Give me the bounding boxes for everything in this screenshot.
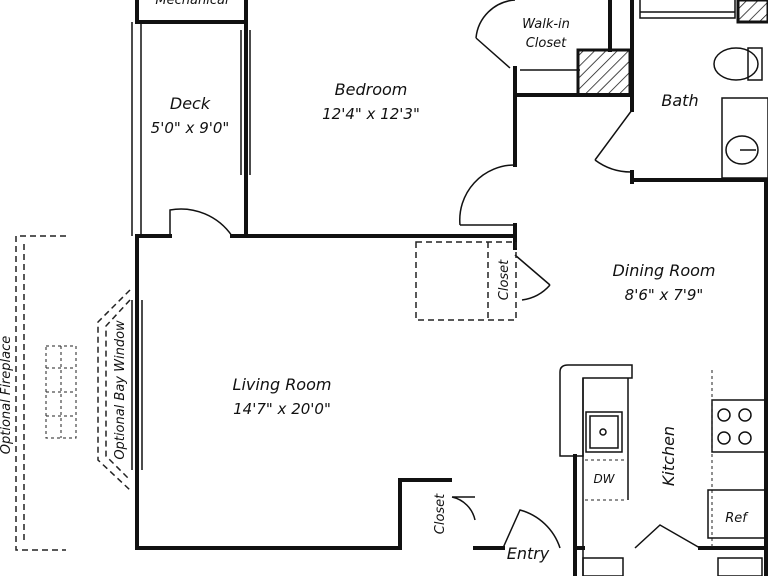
bedroom-dims: 12'4" x 12'3" xyxy=(322,105,420,123)
range xyxy=(711,399,767,453)
upper-closet xyxy=(415,241,517,321)
bath-fixtures xyxy=(639,0,768,179)
deck-door[interactable] xyxy=(169,208,233,237)
dining-room-dims: 8'6" x 7'9" xyxy=(625,286,704,304)
walls xyxy=(135,0,768,576)
closet-door[interactable] xyxy=(475,0,516,69)
upper-closet-door[interactable] xyxy=(514,254,551,301)
bathtub xyxy=(639,0,736,19)
toilet xyxy=(713,47,763,81)
optional-bay-window-label: Optional Bay Window xyxy=(113,320,128,460)
entry-label: Entry xyxy=(507,544,550,563)
living-room-label: Living Room xyxy=(233,375,332,394)
walk-in-closet-label-line2: Closet xyxy=(526,36,567,51)
pantry-door xyxy=(634,524,701,549)
bath-sink xyxy=(721,97,768,179)
deck-railing xyxy=(131,22,251,236)
mechanical-label: Mechanical xyxy=(155,0,229,8)
counter xyxy=(559,364,633,457)
dining-room-label: Dining Room xyxy=(612,261,715,280)
upper-closet-label: Closet xyxy=(497,259,512,300)
lower-closet-label: Closet xyxy=(433,493,448,534)
refrigerator xyxy=(707,489,767,539)
deck-dims: 5'0" x 9'0" xyxy=(151,119,230,137)
chase-top xyxy=(736,0,768,24)
kitchen-fixtures xyxy=(559,364,767,576)
bath-label: Bath xyxy=(661,91,698,110)
entry-door[interactable] xyxy=(502,509,561,549)
dishwasher-label: DW xyxy=(593,472,615,486)
bedroom-label: Bedroom xyxy=(335,80,408,99)
optional-bay-window xyxy=(97,289,131,491)
chase xyxy=(576,48,632,97)
walk-in-closet-label-line1: Walk-in xyxy=(522,17,570,32)
living-room-dims: 14'7" x 20'0" xyxy=(233,400,331,418)
bath-door[interactable] xyxy=(594,109,633,173)
lower-closet-door[interactable] xyxy=(451,496,476,521)
kitchen-sink xyxy=(585,411,623,453)
optional-fireplace xyxy=(15,235,77,551)
kitchen-label: Kitchen xyxy=(659,426,678,486)
refrigerator-label: Ref xyxy=(725,511,749,526)
doors[interactable] xyxy=(169,0,633,549)
bedroom-door[interactable] xyxy=(459,164,516,226)
deck-label: Deck xyxy=(170,94,211,113)
optional-fireplace-label: Optional Fireplace xyxy=(0,336,14,455)
